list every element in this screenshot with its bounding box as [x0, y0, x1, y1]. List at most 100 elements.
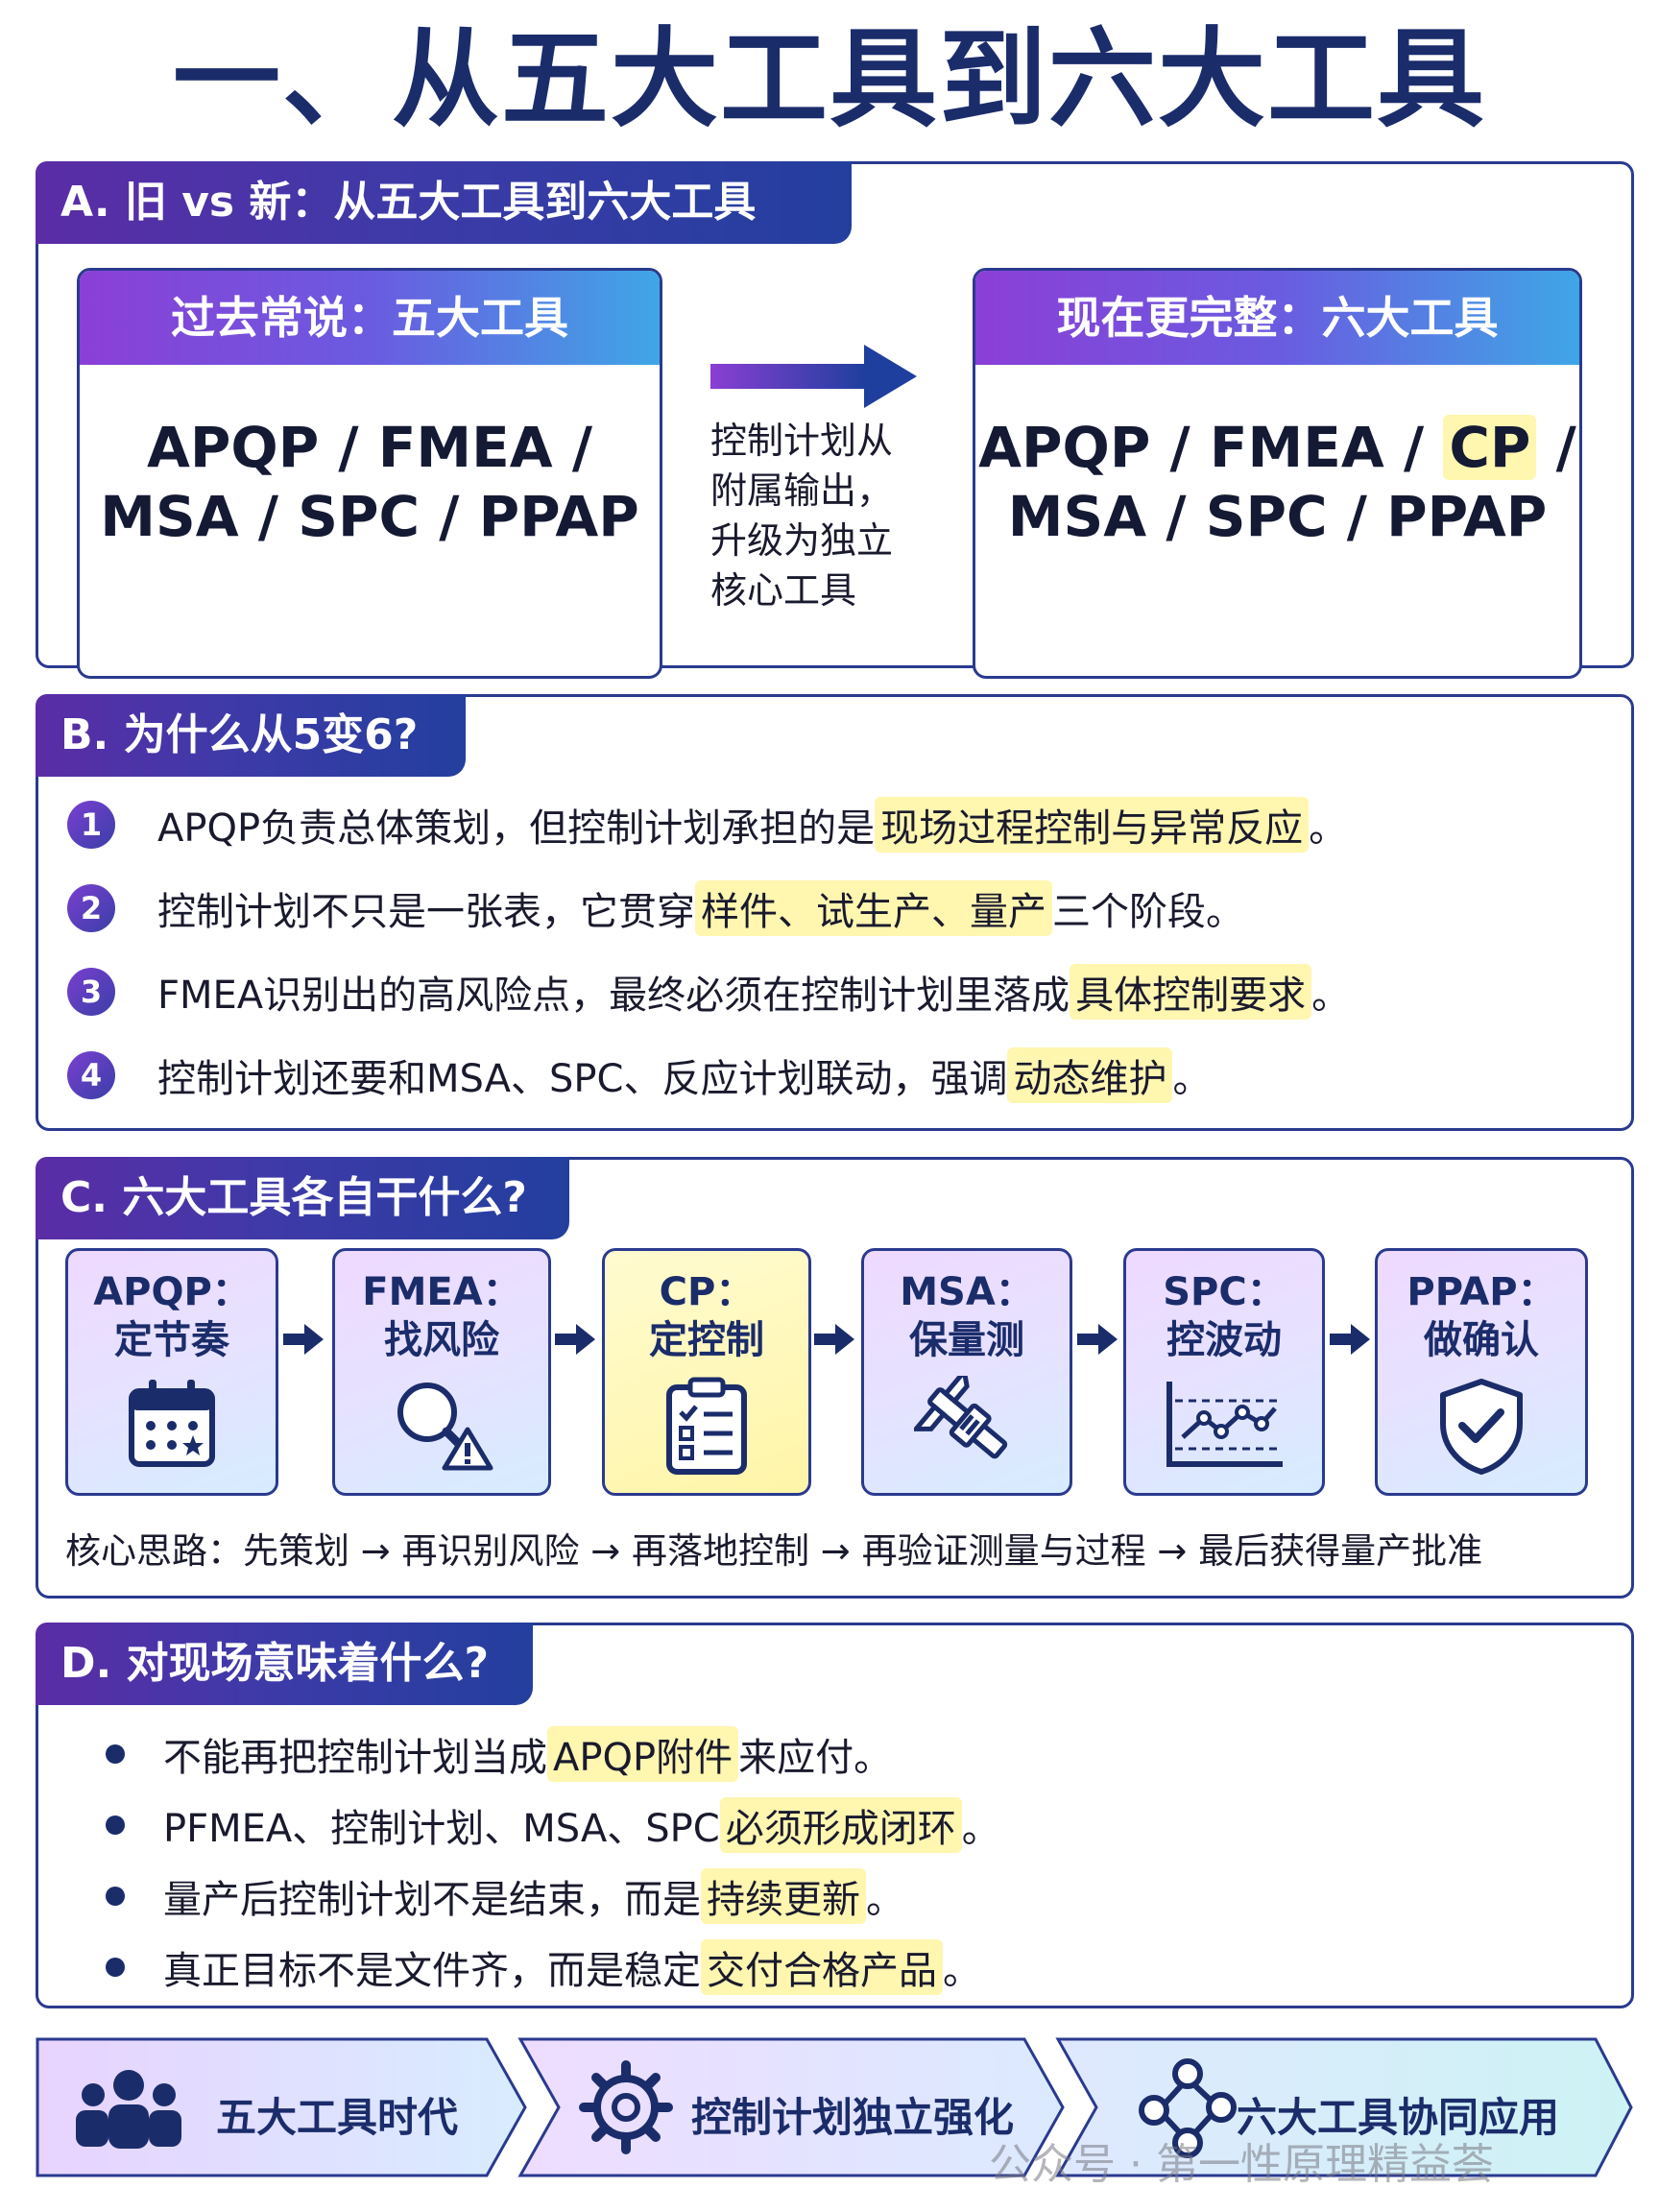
step-title: FMEA：	[362, 1270, 521, 1314]
step-subtitle: 找风险	[384, 1318, 499, 1362]
number-badge: 2	[67, 884, 115, 932]
bullet-dot	[106, 1744, 125, 1764]
bullet-dot	[106, 1958, 125, 1977]
implication-end: 。	[943, 1949, 981, 1993]
core-idea-text: 核心思路：先策划 → 再识别风险 → 再落地控制 → 再验证测量与过程 → 最后…	[65, 1530, 1483, 1572]
step-title: APQP：	[93, 1270, 251, 1314]
step-ppap: PPAP： 做确认	[1375, 1248, 1588, 1496]
implication-item: 真正目标不是文件齐，而是稳定交付合格产品。	[106, 1938, 981, 1996]
old-tools-line2: MSA / SPC / PPAP	[100, 484, 639, 549]
step-apqp: APQP： 定节奏	[65, 1248, 278, 1496]
old-tools-head: 过去常说：五大工具	[80, 271, 660, 365]
implication-end: 。	[961, 1807, 1000, 1851]
transition-note-line: 核心工具	[710, 569, 857, 612]
stage-label-3: 六大工具协同应用	[1237, 2094, 1560, 2141]
reason-highlight: 现场过程控制与异常反应	[875, 797, 1310, 853]
reason-end: 。	[1172, 1057, 1212, 1101]
implication-highlight: 持续更新	[701, 1868, 866, 1924]
implication-text: 量产后控制计划不是结束，而是	[163, 1878, 701, 1922]
reason-highlight: 样件、试生产、量产	[695, 880, 1052, 936]
people-icon	[76, 2070, 181, 2149]
reason-end: 。	[1309, 806, 1348, 851]
step-msa: MSA： 保量测	[861, 1248, 1072, 1496]
step-subtitle: 定控制	[649, 1318, 764, 1362]
caliper-icon	[914, 1376, 1008, 1459]
magnifier-warning-icon	[397, 1382, 493, 1471]
section-c: C. 六大工具各自干什么?	[36, 1157, 1634, 1599]
transition-note: 控制计划从 附属输出， 升级为独立 核心工具	[710, 416, 931, 615]
section-c-header: C. 六大工具各自干什么?	[36, 1157, 569, 1239]
step-fmea: FMEA： 找风险	[332, 1248, 551, 1496]
reason-text: 控制计划不只是一张表，它贯穿	[157, 890, 695, 934]
reason-end: 三个阶段。	[1052, 890, 1244, 934]
step-cp: CP： 定控制	[602, 1248, 811, 1496]
number-badge: 3	[67, 968, 115, 1016]
reason-highlight: 具体控制要求	[1070, 964, 1312, 1020]
step-title: PPAP：	[1407, 1270, 1556, 1314]
stage-label-2: 控制计划独立强化	[691, 2094, 1015, 2141]
implication-end: 来应付。	[738, 1736, 893, 1780]
step-arrow-icon	[283, 1324, 324, 1355]
reason-end: 。	[1311, 974, 1351, 1018]
step-title: MSA：	[900, 1270, 1034, 1314]
step-subtitle: 做确认	[1424, 1318, 1539, 1362]
section-a-header: A. 旧 vs 新：从五大工具到六大工具	[36, 161, 852, 244]
implication-highlight: 必须形成闭环	[719, 1797, 962, 1853]
new-tools-line1: APQP / FMEA / CP /	[975, 413, 1579, 482]
step-arrow-icon	[1330, 1324, 1370, 1355]
number-badge: 4	[67, 1051, 115, 1099]
old-tools-list: APQP / FMEA / MSA / SPC / PPAP	[80, 365, 660, 551]
implication-highlight: APQP附件	[547, 1726, 739, 1782]
transition-note-line: 附属输出，	[710, 469, 894, 512]
section-b: B. 为什么从5变6? 1 APQP负责总体策划，但控制计划承担的是现场过程控制…	[36, 694, 1634, 1131]
implication-item: 量产后控制计划不是结束，而是持续更新。	[106, 1867, 904, 1925]
control-chart-icon	[1166, 1382, 1283, 1467]
step-arrow-icon	[1077, 1324, 1118, 1355]
implication-highlight: 交付合格产品	[701, 1939, 943, 1995]
new-tools-line2: MSA / SPC / PPAP	[1007, 484, 1548, 549]
transition-note-line: 升级为独立	[710, 519, 894, 562]
step-arrow-icon	[555, 1324, 595, 1355]
reason-item: 4 控制计划还要和MSA、SPC、反应计划联动，强调动态维护。	[67, 1046, 1211, 1104]
step-subtitle: 保量测	[909, 1318, 1024, 1362]
new-tools-list: APQP / FMEA / CP / MSA / SPC / PPAP	[975, 365, 1579, 551]
clipboard-checklist-icon	[666, 1377, 747, 1475]
reason-item: 2 控制计划不只是一张表，它贯穿样件、试生产、量产三个阶段。	[67, 879, 1244, 937]
new-tools-card: 现在更完整：六大工具 APQP / FMEA / CP / MSA / SPC …	[973, 268, 1582, 679]
page-title: 一、从五大工具到六大工具	[173, 17, 1486, 142]
step-title: SPC：	[1163, 1270, 1286, 1314]
stage-label-1: 五大工具时代	[216, 2094, 459, 2141]
new-tools-head: 现在更完整：六大工具	[975, 271, 1579, 365]
section-b-header: B. 为什么从5变6?	[36, 694, 466, 777]
shield-check-icon	[1440, 1379, 1523, 1475]
step-arrow-icon	[814, 1324, 854, 1355]
section-d-header: D. 对现场意味着什么?	[36, 1623, 533, 1705]
number-badge: 1	[67, 801, 115, 849]
gear-icon	[579, 2060, 673, 2154]
watermark: 公众号 · 第一性原理精益荟	[989, 2140, 1494, 2189]
bullet-dot	[106, 1815, 125, 1835]
new-tools-line1-pre: APQP / FMEA /	[978, 415, 1444, 480]
implication-text: 真正目标不是文件齐，而是稳定	[163, 1949, 701, 1993]
transition-note-line: 控制计划从	[710, 420, 894, 462]
reason-text: FMEA识别出的高风险点，最终必须在控制计划里落成	[157, 974, 1070, 1018]
reason-item: 3 FMEA识别出的高风险点，最终必须在控制计划里落成具体控制要求。	[67, 963, 1350, 1021]
implication-end: 。	[866, 1878, 904, 1922]
reason-text: 控制计划还要和MSA、SPC、反应计划联动，强调	[157, 1057, 1008, 1101]
old-tools-line1: APQP / FMEA /	[147, 415, 592, 480]
step-title: CP：	[659, 1270, 755, 1314]
new-tools-line1-post: /	[1536, 415, 1576, 480]
network-icon	[1139, 2058, 1237, 2158]
stage-banner	[36, 2037, 1633, 2177]
section-a: A. 旧 vs 新：从五大工具到六大工具 过去常说：五大工具 APQP / FM…	[36, 161, 1634, 679]
implication-text: PFMEA、控制计划、MSA、SPC	[163, 1807, 720, 1851]
step-spc: SPC： 控波动	[1123, 1248, 1325, 1496]
reason-text: APQP负责总体策划，但控制计划承担的是	[157, 806, 876, 851]
calendar-icon	[129, 1380, 215, 1467]
step-subtitle: 定节奏	[114, 1318, 229, 1362]
bullet-dot	[106, 1887, 125, 1906]
old-tools-card: 过去常说：五大工具 APQP / FMEA / MSA / SPC / PPAP	[77, 268, 662, 679]
